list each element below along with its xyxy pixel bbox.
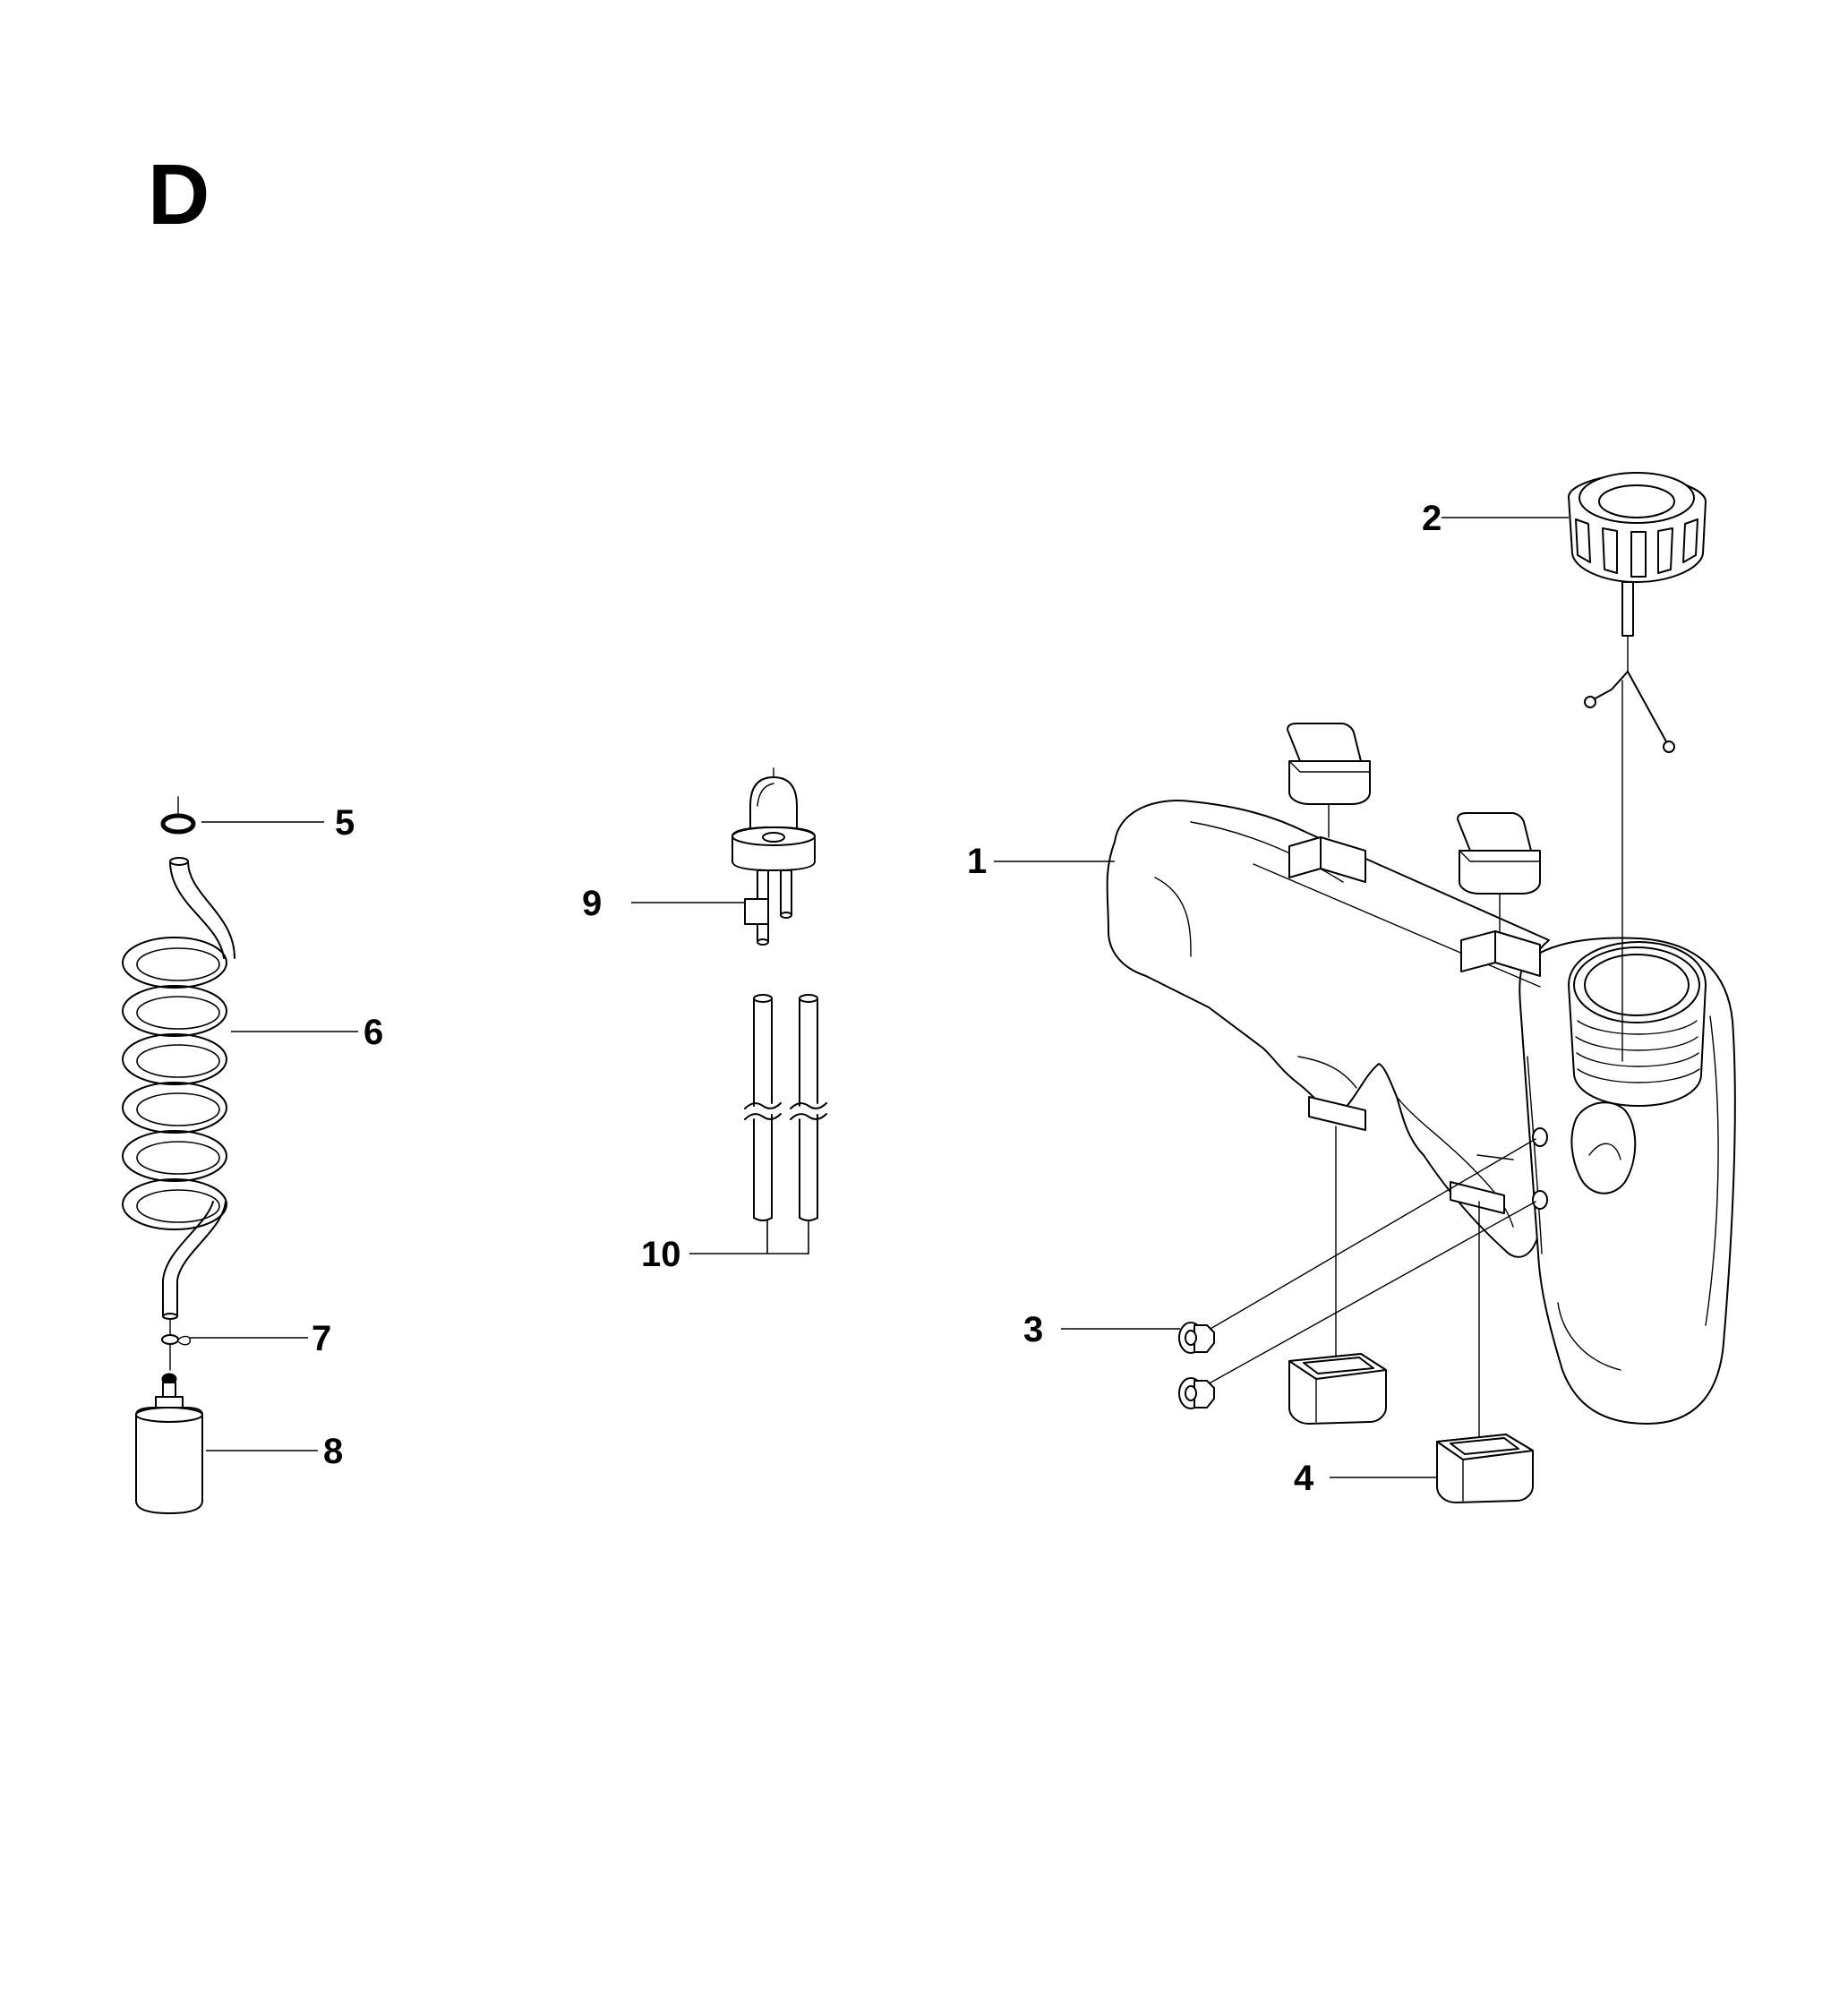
part-4-mount-pad-lower-left bbox=[1288, 1126, 1387, 1425]
hose-coil-outer bbox=[122, 1082, 227, 1134]
callout-9: 9 bbox=[582, 884, 602, 923]
hose-coil-outer bbox=[122, 1178, 227, 1230]
hose-coil-outer bbox=[122, 1130, 227, 1182]
part-8-fuel-filter bbox=[135, 1373, 203, 1514]
callout-5: 5 bbox=[335, 803, 355, 843]
part-mount-pad-upper-right bbox=[1457, 812, 1541, 932]
hose-coil-inner bbox=[136, 996, 220, 1030]
callout-6: 6 bbox=[364, 1013, 383, 1052]
callout-7: 7 bbox=[312, 1319, 331, 1358]
section-letter: D bbox=[148, 147, 210, 243]
part-mount-pad-upper-left bbox=[1287, 723, 1371, 838]
part-3-grommet-lower bbox=[1178, 1201, 1536, 1409]
hose-coil-inner bbox=[136, 1141, 220, 1175]
callout-8: 8 bbox=[323, 1432, 343, 1471]
hose-coil-outer bbox=[122, 985, 227, 1037]
callout-4: 4 bbox=[1294, 1459, 1314, 1498]
hose-coil-inner bbox=[136, 1189, 220, 1223]
part-9-primer-bulb bbox=[732, 767, 816, 946]
callout-3: 3 bbox=[1023, 1310, 1043, 1349]
callout-2: 2 bbox=[1422, 499, 1442, 538]
part-2-fuel-cap bbox=[1568, 472, 1707, 1062]
part-1-fuel-tank bbox=[1106, 800, 1736, 1425]
part-10-fuel-lines bbox=[744, 994, 827, 1221]
hose-coil-inner bbox=[136, 947, 220, 981]
callout-10: 10 bbox=[641, 1235, 681, 1274]
part-5-o-ring bbox=[160, 796, 196, 835]
part-4-mount-pad-lower-right bbox=[1436, 1201, 1534, 1503]
hose-coil-outer bbox=[122, 937, 227, 989]
hose-coil-outer bbox=[122, 1033, 227, 1085]
part-6-coiled-hose bbox=[122, 857, 235, 1335]
hose-coil-inner bbox=[136, 1044, 220, 1078]
part-7-clip bbox=[161, 1334, 191, 1371]
leader-lines bbox=[190, 517, 1569, 1478]
callout-1: 1 bbox=[967, 842, 987, 881]
part-3-grommet-upper bbox=[1178, 1138, 1536, 1354]
leader-10 bbox=[689, 1220, 809, 1254]
hose-coil-inner bbox=[136, 1092, 220, 1126]
callout-numbers: 1 2 3 4 5 6 7 8 9 10 bbox=[312, 499, 1442, 1498]
